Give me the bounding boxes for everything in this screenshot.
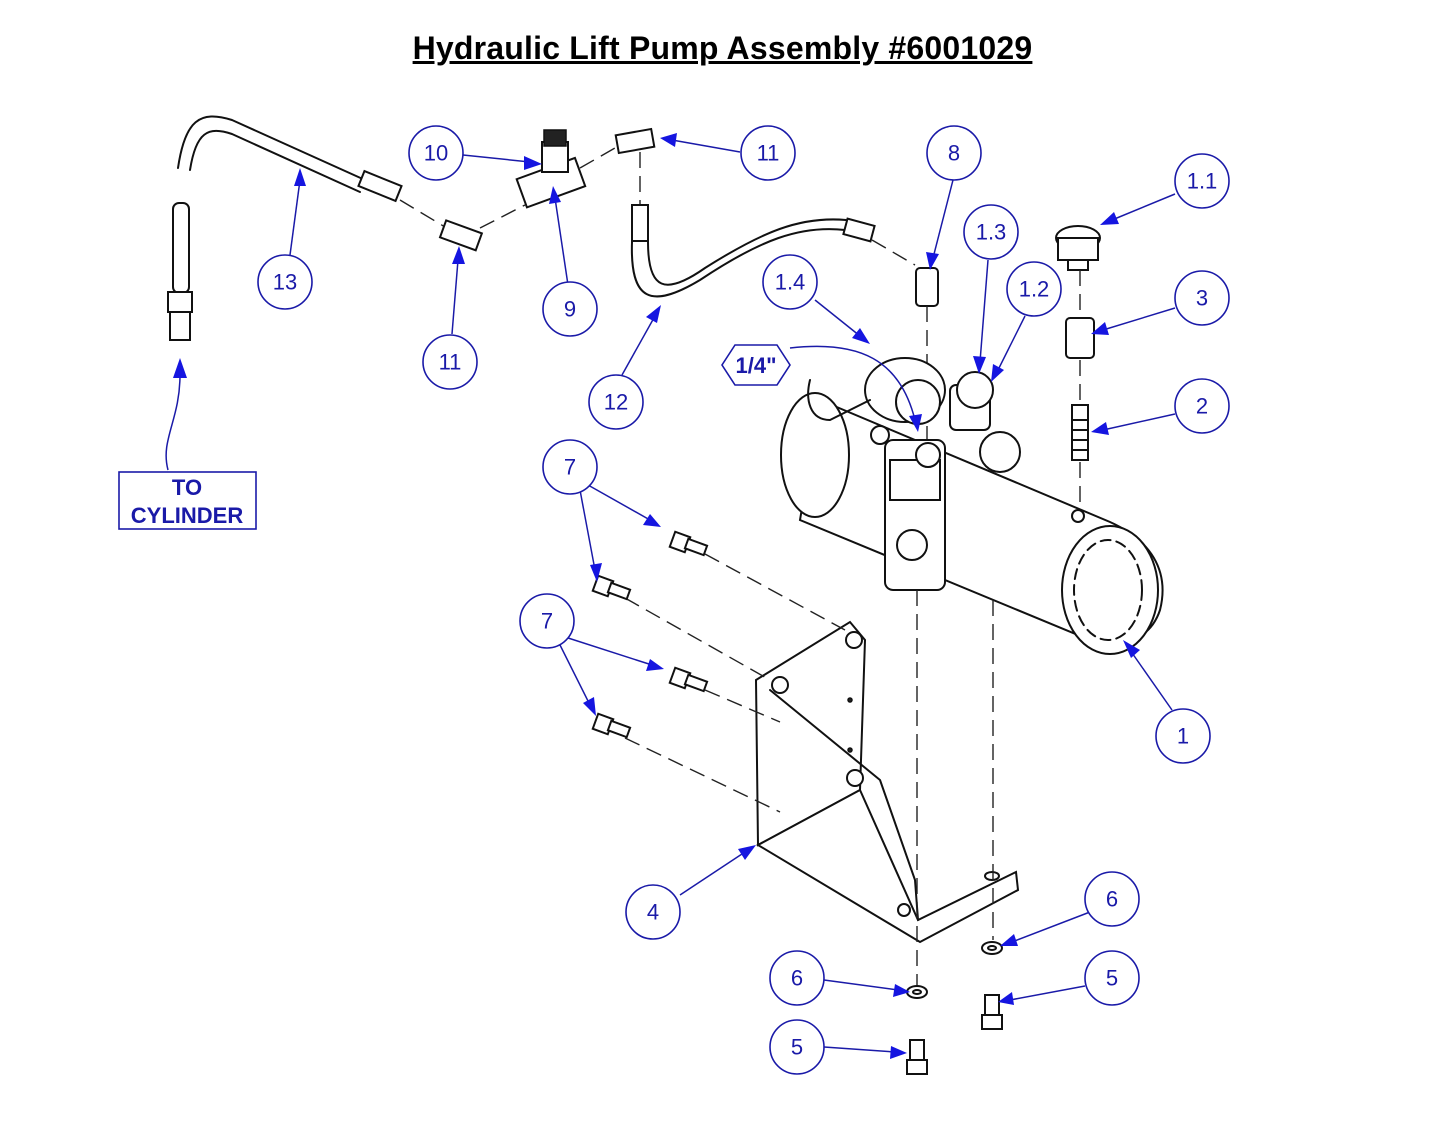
elbow-fitting-11-lower [399,199,484,252]
callout-label: 9 [564,297,576,322]
callout-label: 6 [791,966,803,991]
callout-label: 1.1 [1187,169,1218,194]
callout-label: 7 [564,455,576,480]
breather-cap-1-1 [1055,225,1101,271]
callout-2: 2 [1174,378,1230,434]
callout-1-3: 1.3 [963,204,1019,260]
callout-6-left: 6 [769,950,825,1006]
callout-7-lower: 7 [519,593,575,649]
callout-11-lower: 11 [422,334,478,390]
bolt-7-a [668,530,709,557]
cylinder-tube [167,202,193,341]
callout-label: 11 [757,141,780,166]
to-cylinder-line1: TO [172,475,202,500]
callout-1-1: 1.1 [1174,153,1230,209]
spacer-3 [1065,317,1095,359]
callout-label: 12 [604,390,628,415]
callout-label: 2 [1196,394,1208,419]
callout-13: 13 [257,254,313,310]
callout-label: 5 [1106,966,1118,991]
callout-label: 7 [541,609,553,634]
callout-label: 1.2 [1019,277,1050,302]
callout-1-2: 1.2 [1006,261,1062,317]
hose-12 [630,204,916,298]
callout-5-right: 5 [1084,950,1140,1006]
to-cylinder-line2: CYLINDER [131,503,244,528]
callout-12: 12 [588,374,644,430]
callout-label: 6 [1106,887,1118,912]
callout-9: 9 [542,281,598,337]
callout-label: 1.3 [976,220,1007,245]
elbow-fitting-11-upper [614,127,656,205]
size-tag-label: 1/4" [735,353,776,378]
needle-valve-9 [479,129,616,229]
leader-lines [165,133,1176,1059]
callout-1: 1 [1155,708,1211,764]
callout-7-upper: 7 [542,439,598,495]
mounting-bracket-4 [754,620,1020,944]
callout-label: 1.4 [775,270,806,295]
callout-label: 10 [424,141,448,166]
callout-3: 3 [1174,270,1230,326]
pump-reservoir-1 [780,357,1164,655]
callout-label: 8 [948,141,960,166]
callout-label: 11 [439,350,462,375]
bolt-centerlines [624,553,994,985]
size-tag-hexagon: 1/4" [721,344,791,386]
bolt-7-c [668,666,709,693]
bolt-5-right [981,994,1003,1030]
diagram-title: Hydraulic Lift Pump Assembly #6001029 [412,30,1033,66]
callout-label: 1 [1177,724,1189,749]
callout-label: 3 [1196,286,1208,311]
callout-5-left: 5 [769,1019,825,1075]
callout-10: 10 [408,125,464,181]
callout-label: 4 [647,900,659,925]
callout-label: 13 [273,270,297,295]
callout-6-right: 6 [1084,871,1140,927]
callout-label: 5 [791,1035,803,1060]
callout-4: 4 [625,884,681,940]
washer-6-right [981,941,1003,955]
bolt-5-left [906,1039,928,1075]
bolt-7-d [591,712,632,739]
nipple-2 [1071,404,1089,461]
bolt-7-b [591,574,632,601]
callout-8: 8 [926,125,982,181]
callout-1-4: 1.4 [762,254,818,310]
callout-11-upper: 11 [740,125,796,181]
to-cylinder-box: TO CYLINDER [118,471,257,530]
hose-13 [177,115,403,203]
